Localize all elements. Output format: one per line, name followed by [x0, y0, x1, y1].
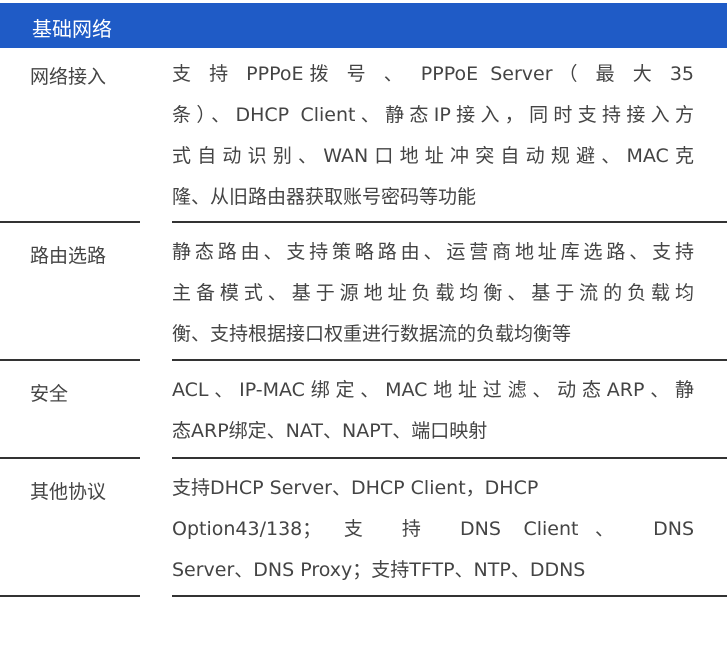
content-line: ACL、IP-MAC绑定、MAC地址过滤、动态ARP、静: [172, 379, 694, 401]
section-title: 基础网络: [32, 17, 112, 41]
row-content-network-access: 支 持 PPPoE拨 号 、 PPPoE Server（ 最 大 35 条）、D…: [172, 54, 694, 218]
row-label-other-protocols: 其他协议: [30, 481, 107, 503]
row-content-other-protocols: 支持DHCP Server、DHCP Client，DHCP Option43/…: [172, 468, 694, 591]
content-line: 条）、DHCP Client、静态IP接入，同时支持接入方: [172, 104, 694, 126]
row-label-routing: 路由选路: [30, 245, 107, 267]
row-label-security: 安全: [30, 383, 69, 405]
content-line: Server、DNS Proxy；支持TFTP、NTP、DDNS: [172, 559, 586, 581]
content-line: 衡、支持根据接口权重进行数据流的负载均衡等: [172, 323, 572, 345]
row-divider: [172, 359, 727, 361]
row-divider: [0, 595, 140, 597]
row-content-routing: 静态路由、支持策略路由、运营商地址库选路、支持 主备模式、基于源地址负载均衡、基…: [172, 232, 694, 355]
content-line: 支持DHCP Server、DHCP Client，DHCP: [172, 477, 539, 499]
content-line: 式自动识别、WAN口地址冲突自动规避、MAC克: [172, 145, 694, 167]
section-header: 基础网络: [0, 3, 727, 48]
row-label-network-access: 网络接入: [30, 66, 107, 88]
content-line: 静态路由、支持策略路由、运营商地址库选路、支持: [172, 241, 694, 263]
row-content-security: ACL、IP-MAC绑定、MAC地址过滤、动态ARP、静 态ARP绑定、NAT、…: [172, 370, 694, 452]
content-line: 支 持 PPPoE拨 号 、 PPPoE Server（ 最 大 35: [172, 63, 694, 85]
content-line: Option43/138； 支 持 DNS Client、 DNS: [172, 518, 694, 540]
row-divider: [0, 359, 140, 361]
row-divider: [172, 221, 727, 223]
content-line: 态ARP绑定、NAT、NAPT、端口映射: [172, 420, 488, 442]
row-divider: [172, 457, 727, 459]
content-line: 主备模式、基于源地址负载均衡、基于流的负载均: [172, 282, 694, 304]
content-line: 隆、从旧路由器获取账号密码等功能: [172, 186, 477, 208]
row-divider: [172, 595, 727, 597]
row-divider: [0, 457, 140, 459]
row-divider: [0, 221, 140, 223]
